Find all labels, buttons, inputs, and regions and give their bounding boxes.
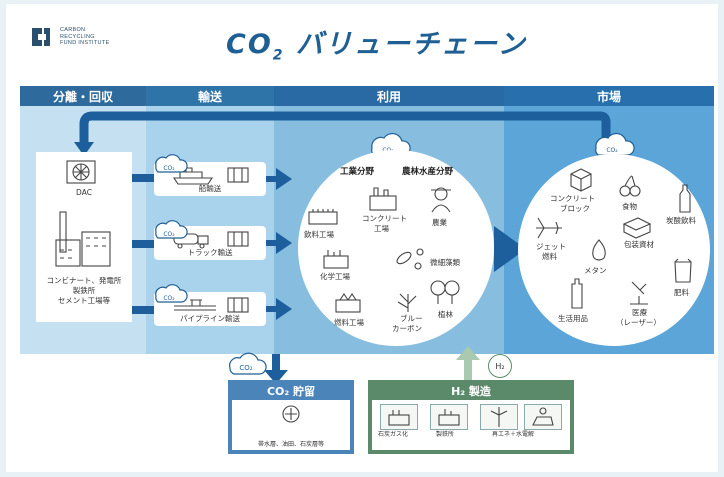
org-logo-icon — [32, 28, 50, 46]
use-chemical-label: 化学工場 — [320, 272, 350, 281]
market-methane-label: メタン — [584, 266, 607, 275]
org-logo: CARBON RECYCLING FUND INSTITUTE — [28, 24, 120, 50]
use-blue-line2: カーボン — [392, 324, 422, 333]
packaging-icon — [622, 217, 652, 239]
use-concrete-line1: コンクリート — [362, 214, 407, 223]
factory-complex-icon — [55, 211, 111, 267]
diagram-card: CARBON RECYCLING FUND INSTITUTE CO2 バリュー… — [6, 4, 718, 472]
h2-badge: H₂ — [488, 354, 512, 378]
h2-steel-label: 製鉄所 — [436, 431, 455, 438]
airplane-icon — [536, 217, 562, 239]
steel-mill-cell — [430, 404, 468, 430]
algae-icon — [396, 248, 424, 270]
ship-icon — [172, 167, 249, 185]
laser-medical-icon — [630, 281, 648, 305]
market-concrete-line2: ブロック — [560, 204, 590, 213]
use-forest-label: 植林 — [438, 310, 453, 319]
market-soda-label: 炭酸飲料 — [666, 216, 696, 225]
cherry-icon — [619, 175, 641, 197]
drink-factory-icon — [308, 209, 338, 225]
hydrogen-body: 石炭ガス化 製鉄所 再エネ＋水電解 — [372, 400, 570, 450]
header-capture: 分離・回収 — [20, 86, 146, 106]
market-medical-line1: 医療 — [632, 308, 647, 317]
use-concrete-line2: 工場 — [374, 224, 389, 233]
lotion-bottle-icon — [571, 278, 583, 309]
forest-icon — [430, 280, 460, 304]
capture-plants-line1: コンビナート、発電所 — [46, 276, 122, 285]
use-industrial-heading: 工業分野 — [340, 167, 375, 177]
dac-label: DAC — [76, 188, 92, 197]
steel-mill-icon — [438, 409, 460, 426]
farmer-icon — [431, 187, 451, 213]
storage-body: 帯水層、油田、石炭層等 — [232, 400, 350, 450]
use-algae-label: 微細藻類 — [430, 258, 460, 267]
market-packaging-label: 包装資材 — [624, 240, 654, 249]
header-transport: 輸送 — [146, 86, 274, 106]
market-medical-line2: （レーザー） — [616, 318, 661, 327]
underground-storage-icon — [282, 405, 300, 423]
transport-pipeline-label: パイプライン輸送 — [180, 314, 240, 323]
org-name-line2: RECYCLING — [60, 33, 95, 40]
methane-flame-icon — [592, 239, 606, 261]
capture-plants-line3: セメント工場等 — [57, 296, 111, 305]
transport-truck-label: トラック輸送 — [187, 248, 233, 257]
wind-turbine-cell — [480, 404, 518, 430]
pipeline-icon — [174, 297, 249, 313]
market-daily-label: 生活用品 — [558, 314, 588, 323]
storage-title: CO₂ 貯留 — [266, 385, 316, 398]
org-name-line3: FUND INSTITUTE — [60, 40, 110, 47]
concrete-block-icon — [570, 168, 592, 192]
coal-gasification-icon — [388, 410, 410, 426]
market-fertilizer-label: 肥料 — [674, 288, 689, 297]
cloud-label-pipeline: CO₂ — [163, 295, 175, 302]
transport-ship-label: 船輸送 — [198, 184, 222, 193]
wind-turbine-icon — [490, 407, 508, 427]
storage-cloud-icon: CO₂ — [229, 352, 267, 375]
concrete-factory-icon — [369, 187, 397, 211]
fuel-factory-icon — [335, 293, 361, 313]
hydrogen-box: H₂ 製造 石炭ガス化 製鉄所 再エネ＋水電解 — [368, 380, 574, 454]
storage-caption: 帯水層、油田、石炭層等 — [257, 441, 324, 448]
storage-box: CO₂ 貯留 帯水層、油田、石炭層等 — [228, 380, 354, 454]
use-fuel-factory-label: 燃料工場 — [334, 318, 364, 327]
header-use: 利用 — [274, 86, 504, 106]
co2-cloud-icons: CO₂ CO₂ CO₂ CO₂ CO₂ — [132, 132, 635, 384]
coal-gasification-cell — [380, 404, 418, 430]
capture-panel: DAC コンビナート、発電所 製鉄所 セメント工場等 — [36, 152, 132, 322]
chemical-factory-icon — [323, 250, 349, 269]
h2-renew-label: 再エネ＋水電解 — [492, 431, 535, 438]
hydrogen-title: H₂ 製造 — [451, 385, 491, 398]
use-agri-heading: 農林水産分野 — [402, 167, 454, 177]
soda-bottle-icon — [679, 184, 691, 213]
market-circle: コンクリート ブロック 食物 炭酸飲料 ジェット 燃料 包装資材 メタン 肥料 … — [518, 154, 710, 346]
solar-panel-cell — [524, 404, 562, 430]
market-jet-line1: ジェット — [536, 242, 566, 251]
header-market: 市場 — [504, 86, 714, 106]
capture-plants-line2: 製鉄所 — [72, 286, 96, 295]
cloud-label-truck: CO₂ — [163, 231, 175, 238]
dac-fan-icon — [66, 160, 96, 184]
solar-panel-icon — [532, 407, 554, 426]
svg-text:CO₂: CO₂ — [239, 364, 252, 372]
market-food-label: 食物 — [622, 202, 637, 211]
market-concrete-line1: コンクリート — [550, 194, 595, 203]
use-circle: 工業分野 農林水産分野 飲料工場 コンクリート 工場 農業 化学工場 微細藻類 … — [298, 150, 494, 346]
cloud-label-market: CO₂ — [606, 147, 618, 154]
recycle-arrow — [74, 111, 611, 156]
use-farming-label: 農業 — [432, 218, 447, 227]
seaweed-icon — [397, 293, 417, 312]
use-blue-line1: ブルー — [400, 314, 423, 323]
org-name-line1: CARBON — [60, 27, 86, 34]
fertilizer-bag-icon — [674, 258, 692, 283]
market-jet-line2: 燃料 — [542, 252, 557, 261]
h2-coal-label: 石炭ガス化 — [378, 431, 409, 438]
cloud-label-ship: CO₂ — [163, 165, 175, 172]
page-title: CO2 バリューチェーン — [226, 29, 527, 64]
use-drink-factory-label: 飲料工場 — [304, 230, 334, 239]
